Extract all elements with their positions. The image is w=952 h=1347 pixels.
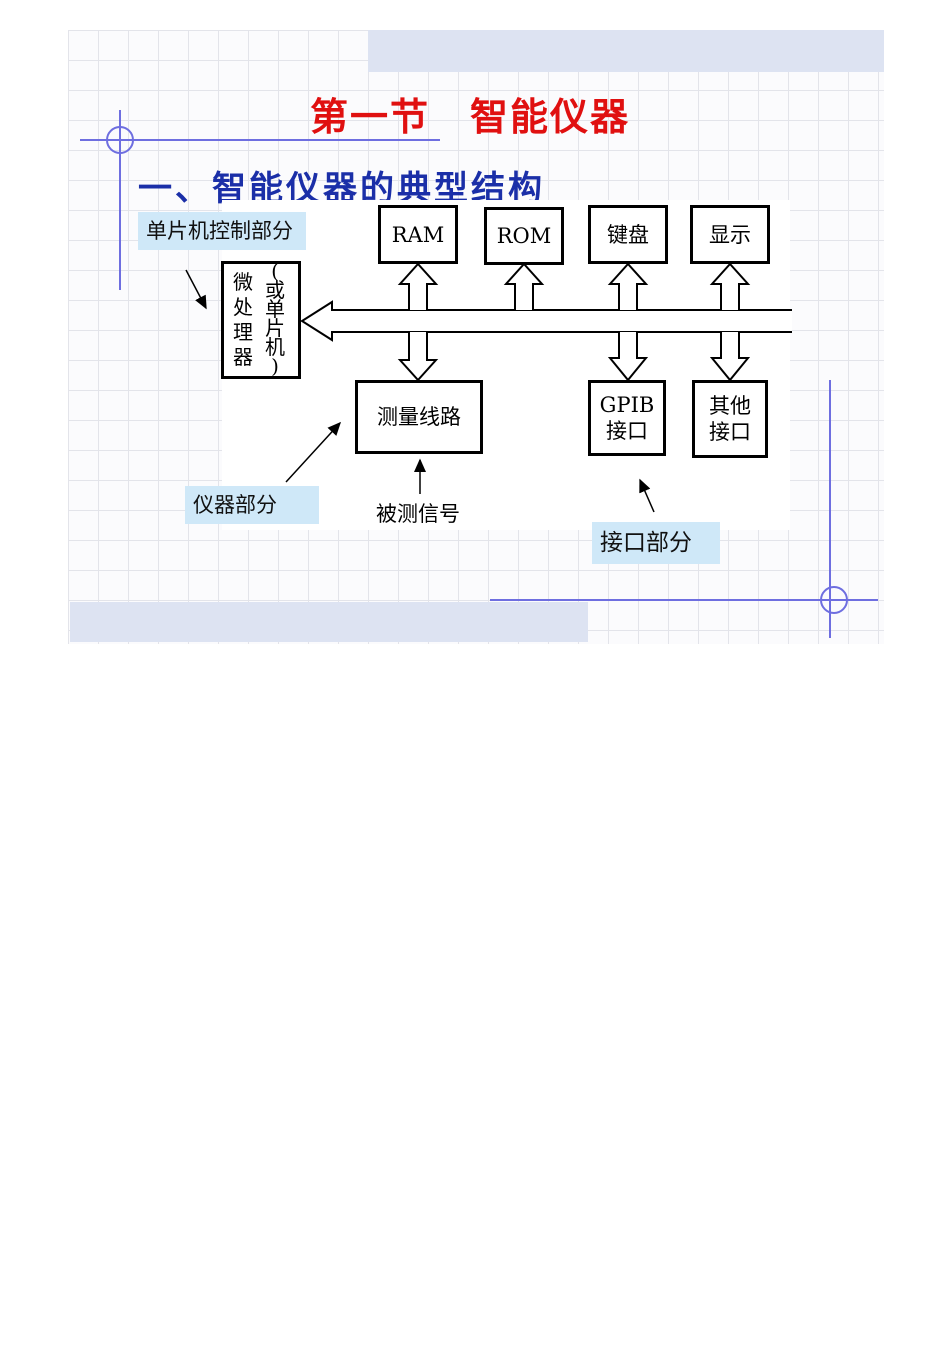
processor-char: 处 <box>233 295 253 319</box>
keyboard-box: 键盘 <box>588 205 668 264</box>
gpib-label: GPIB <box>599 393 655 417</box>
processor-char: 机 <box>265 335 285 359</box>
processor-char: 器 <box>233 345 253 369</box>
processor-column-1: 微 处 理 器 <box>232 270 254 370</box>
measured-signal-label: 被测信号 <box>376 502 460 526</box>
other-interface-box: 其他 接口 <box>692 380 768 458</box>
other-label: 其他 <box>709 394 751 418</box>
ram-box: RAM <box>378 205 458 264</box>
other-bus-connector <box>709 332 751 382</box>
measure-circuit-label: 测量线路 <box>377 405 461 429</box>
rom-box: ROM <box>484 207 564 265</box>
measure-circuit-box: 测量线路 <box>355 380 483 454</box>
other-interface-label: 接口 <box>709 420 751 444</box>
top-decor-line <box>80 139 440 141</box>
interface-part-label: 接口部分 <box>592 522 720 564</box>
top-decor-band <box>368 30 884 72</box>
display-label: 显示 <box>709 222 751 247</box>
rom-bus-connector <box>503 262 545 310</box>
bottom-right-ring <box>820 586 848 614</box>
right-decor-line <box>829 380 831 638</box>
rom-label: ROM <box>496 224 552 248</box>
bottom-decor-line <box>490 599 878 601</box>
keyboard-label: 键盘 <box>607 222 649 247</box>
display-box: 显示 <box>690 205 770 264</box>
keyboard-bus-connector <box>607 262 649 310</box>
microprocessor-box <box>221 261 301 379</box>
processor-char: 微 <box>233 270 253 294</box>
gpib-interface-label: 接口 <box>606 419 648 443</box>
processor-column-2: ( 或 单 片 机 ) <box>264 259 286 378</box>
processor-char: ( <box>271 259 279 283</box>
ram-label: RAM <box>391 222 445 247</box>
processor-char: ) <box>271 354 279 378</box>
top-left-ring <box>106 126 134 154</box>
mcu-control-part-label: 单片机控制部分 <box>138 212 306 250</box>
processor-char: 理 <box>233 320 253 344</box>
instrument-pointer-arrow <box>285 421 342 483</box>
processor-char: 或 <box>265 278 285 302</box>
page-title: 第一节 智能仪器 <box>309 94 630 139</box>
gpib-bus-connector <box>607 332 649 382</box>
measure-bus-connector <box>397 332 439 382</box>
instrument-part-label: 仪器部分 <box>185 486 319 524</box>
processor-char: 单 <box>265 297 285 321</box>
mcu-pointer-arrow <box>185 269 207 310</box>
processor-char: 片 <box>265 316 285 340</box>
display-bus-connector <box>709 262 751 310</box>
gpib-interface-box: GPIB 接口 <box>588 380 666 456</box>
left-decor-line <box>119 110 121 290</box>
ram-bus-connector <box>397 262 439 310</box>
bottom-decor-band <box>70 602 588 642</box>
interface-pointer-arrow <box>639 478 655 513</box>
system-bus-arrow <box>300 300 792 342</box>
